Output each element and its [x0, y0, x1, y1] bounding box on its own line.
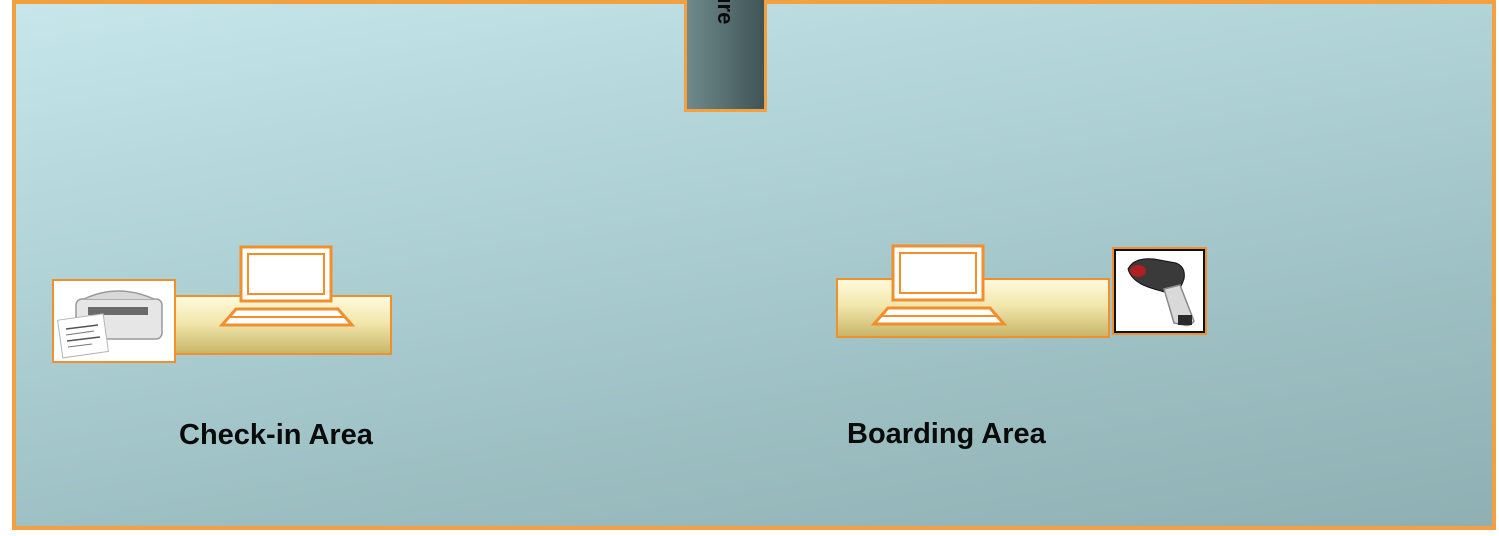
checkin-laptop-icon — [218, 245, 356, 329]
barcode-scanner-icon — [1114, 249, 1205, 333]
checkin-area-label: Check-in Area — [179, 419, 373, 452]
scanner-icon-box — [1112, 247, 1207, 335]
printer-icon-box — [52, 279, 176, 363]
departure-tab-label: arture — [712, 0, 738, 24]
printer-icon — [54, 281, 174, 361]
departure-tab: arture — [684, 0, 767, 112]
boarding-laptop-icon — [870, 244, 1008, 328]
boarding-area-label: Boarding Area — [847, 418, 1046, 451]
